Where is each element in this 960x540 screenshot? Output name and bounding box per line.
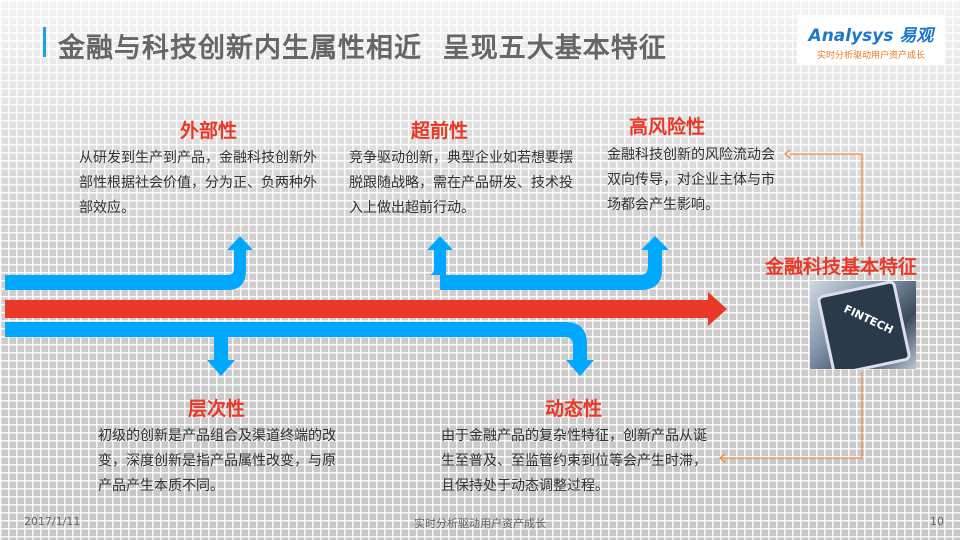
feature-desc-high-risk: 金融科技创新的风险流动会双向传导，对企业主体与市场都会产生影响。 (607, 147, 775, 213)
feature-head-externality: 外部性 (180, 120, 238, 142)
center-label: 金融科技基本特征 (765, 256, 918, 278)
feature-desc-dynamic: 由于金融产品的复杂性特征，创新产品从诞生至普及、至监管约束到位等会产生时滞，且保… (441, 428, 707, 494)
logo-tagline: 实时分析驱动用户资产成长 (816, 51, 925, 61)
fintech-image: FINTECH (810, 281, 916, 369)
feature-head-advanced: 超前性 (411, 120, 469, 142)
feature-desc-advanced: 竞争驱动创新，典型企业如若想要摆脱跟随战略，需在产品研发、技术投入上做出超前行动… (349, 150, 573, 216)
feature-head-high-risk: 高风险性 (629, 116, 706, 138)
feature-head-hierarchy: 层次性 (188, 398, 246, 420)
page-number: 10 (930, 515, 944, 528)
title-accent-bar (43, 27, 46, 57)
logo-brand: Analysys 易观 (808, 26, 934, 46)
connector-lines (719, 149, 863, 463)
red-main-arrow (5, 292, 727, 326)
footer-slogan: 实时分析驱动用户资产成长 (414, 517, 546, 530)
feature-head-dynamic: 动态性 (545, 398, 603, 420)
page-title: 金融与科技创新内生属性相近 呈现五大基本特征 (58, 33, 667, 64)
lower-blue-arrow (5, 322, 594, 376)
feature-desc-hierarchy: 初级的创新是产品组合及渠道终端的改变，深度创新是指产品属性改变，与原产品产生本质… (98, 428, 336, 494)
brand-logo: Analysys 易观 实时分析驱动用户资产成长 (797, 15, 945, 65)
upper-blue-arrow (5, 236, 669, 290)
feature-desc-externality: 从研发到生产到产品，金融科技创新外部性根据社会价值，分为正、负两种外部效应。 (79, 150, 317, 216)
footer-date: 2017/1/11 (24, 515, 81, 528)
